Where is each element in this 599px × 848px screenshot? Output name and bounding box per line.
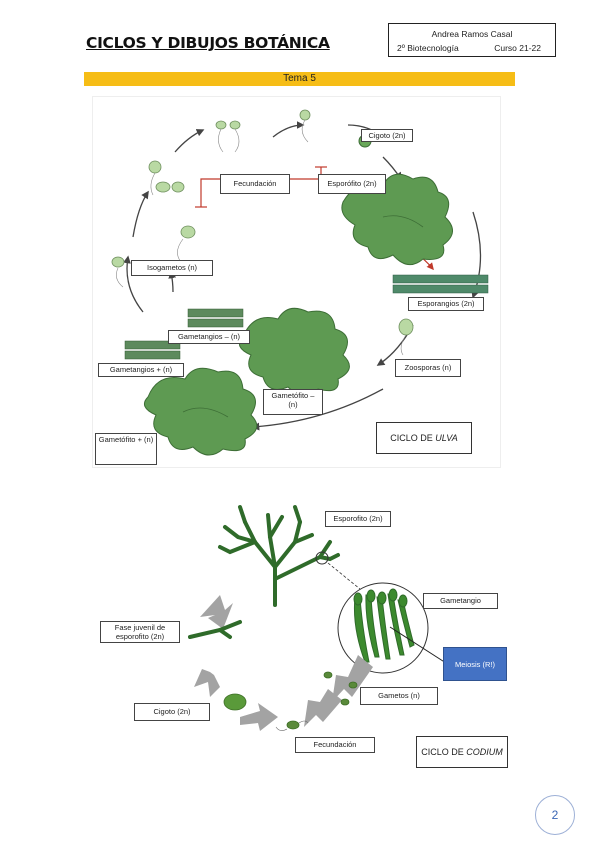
codium-label-esporofito: Esporofito (2n) bbox=[325, 511, 391, 527]
document-title: CICLOS Y DIBUJOS BOTÁNICA bbox=[86, 34, 330, 52]
ulva-label-gametofito-minus: Gametófito – (n) bbox=[263, 389, 323, 415]
codium-label-fecundacion: Fecundación bbox=[295, 737, 375, 753]
ulva-label-isogametos: Isogametos (n) bbox=[131, 260, 213, 276]
ulva-cycle-title: CICLO DE ULVA bbox=[376, 422, 472, 454]
codium-cycle-genus: CODIUM bbox=[466, 747, 503, 757]
author-name: Andrea Ramos Casal bbox=[431, 29, 513, 39]
topic-banner: Tema 5 bbox=[84, 72, 515, 86]
ulva-label-gametofito-plus: Gametófito + (n) bbox=[95, 433, 157, 465]
author-course: 2º Biotecnología bbox=[397, 43, 459, 53]
ulva-label-fecundacion: Fecundación bbox=[220, 174, 290, 194]
meiosis-box: Meiosis (R!) bbox=[443, 647, 507, 681]
codium-cycle-prefix: CICLO DE bbox=[421, 747, 467, 757]
page-number: 2 bbox=[535, 795, 575, 835]
codium-label-cigoto: Cigoto (2n) bbox=[134, 703, 210, 721]
codium-label-fase-juvenil: Fase juvenil de esporofito (2n) bbox=[100, 621, 180, 643]
codium-cycle-illustration bbox=[188, 505, 447, 731]
ulva-label-gametangios-minus: Gametangios – (n) bbox=[168, 330, 250, 344]
codium-label-gametos: Gametos (n) bbox=[360, 687, 438, 705]
ulva-label-esporofito: Esporófito (2n) bbox=[318, 174, 386, 194]
ulva-label-zoosporas: Zoosporas (n) bbox=[395, 359, 461, 377]
codium-cycle-title: CICLO DE CODIUM bbox=[416, 736, 508, 768]
ulva-cycle-illustration bbox=[111, 109, 489, 456]
codium-cycle-diagram: Esporofito (2n) Gametangio Fase juvenil … bbox=[90, 497, 512, 787]
ulva-cycle-diagram: Cigoto (2n) Fecundación Esporófito (2n) … bbox=[93, 97, 500, 467]
ulva-label-gametangios-plus: Gametangios + (n) bbox=[98, 363, 184, 377]
ulva-cycle-genus: ULVA bbox=[435, 433, 458, 443]
ulva-label-esporangios: Esporangios (2n) bbox=[408, 297, 484, 311]
ulva-label-cigoto: Cigoto (2n) bbox=[361, 129, 413, 142]
ulva-cycle-prefix: CICLO DE bbox=[390, 433, 436, 443]
author-box: Andrea Ramos Casal 2º Biotecnología Curs… bbox=[388, 23, 556, 57]
codium-label-gametangio: Gametangio bbox=[423, 593, 498, 609]
author-year: Curso 21-22 bbox=[494, 43, 541, 53]
